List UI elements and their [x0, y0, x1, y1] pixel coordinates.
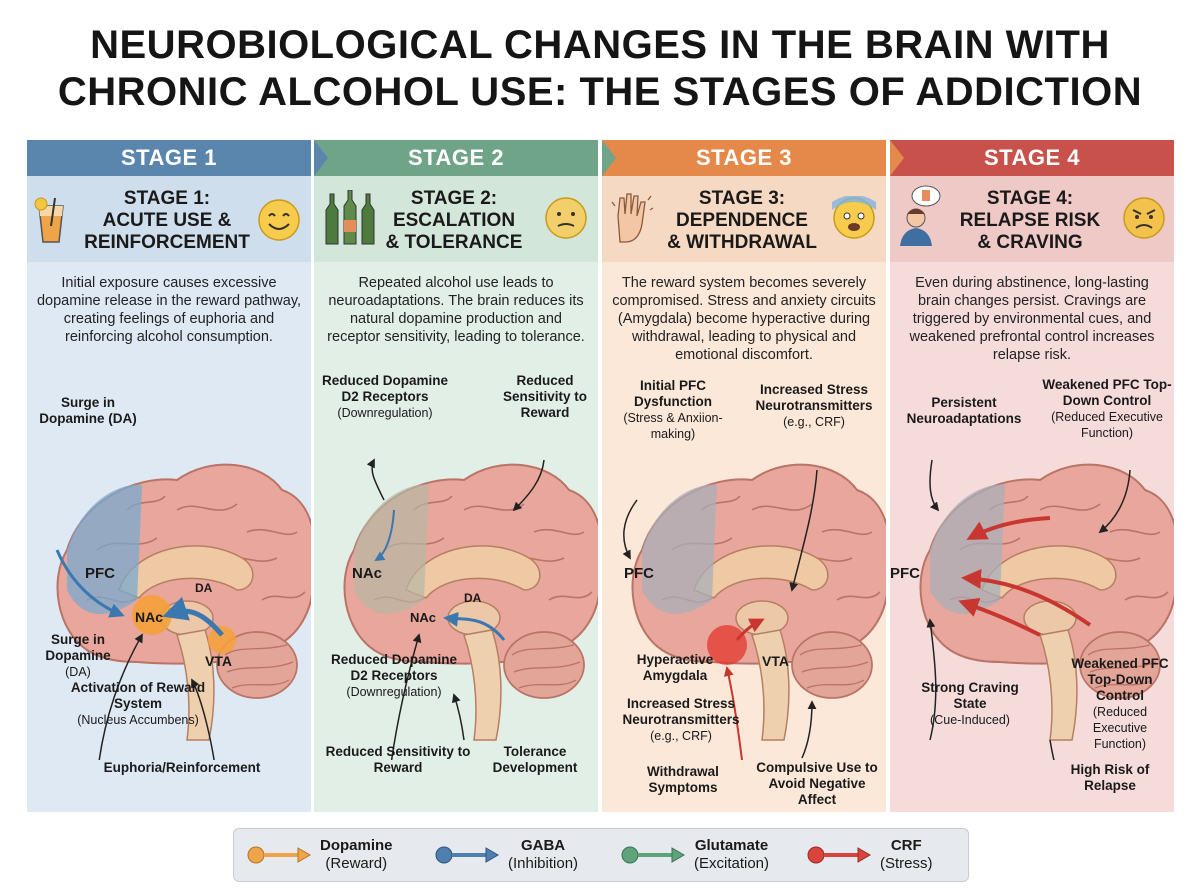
stage-4-heading-line1: STAGE 4: [986, 188, 1074, 209]
dopamine-arrow-icon [247, 846, 311, 864]
uneasy-face-icon [545, 197, 587, 239]
stage-3-tab-label: STAGE 3 [695, 145, 792, 170]
stage-4-relapse-label: High Risk of Relapse [1070, 762, 1150, 793]
stage-4-craving-label: Strong Craving State(Cue-Induced) [921, 680, 1019, 727]
stage-3-heading-line3: & WITHDRAWAL [667, 232, 817, 253]
stage-4-weak-top-label: Weakened PFC Top-Down Control(Reduced Ex… [1042, 377, 1172, 440]
stage-4-heading: STAGE 4: RELAPSE RISK & CRAVING [930, 188, 1130, 254]
stage-2-sensitivity-bottom-label: Reduced Sensitivity to Reward [325, 744, 471, 775]
anxious-face-icon [832, 196, 876, 239]
stage-3-pfc-label: PFC [624, 565, 654, 582]
stage-1-brain: PFC NAc DA VTA [55, 463, 311, 760]
stage-4-tab-label: STAGE 4 [983, 145, 1080, 170]
legend: Dopamine(Reward) GABA(Inhibition) Glutam… [233, 828, 969, 882]
stage-2-receptors-bottom-label: Reduced Dopamine D2 Receptors(Downregula… [330, 652, 458, 699]
legend-gaba-name: GABA [520, 837, 566, 854]
stage-1-heading: STAGE 1: ACUTE USE & REINFORCEMENT [67, 188, 267, 254]
stage-1-euphoria-label: Euphoria/Reinforcement [103, 760, 261, 775]
stage-3-heading-line1: STAGE 3: [698, 188, 786, 209]
stage-3-description: The reward system becomes severely compr… [612, 275, 876, 363]
stage-4-persistent-label: Persistent Neuroadaptations [906, 395, 1022, 426]
legend-crf-sub: (Stress) [880, 855, 933, 872]
person-craving-icon [900, 185, 941, 246]
bottles-icon [325, 190, 375, 245]
frustrated-face-icon [1123, 197, 1165, 239]
stage-4-heading-band: STAGE 4: RELAPSE RISK & CRAVING [890, 176, 1174, 262]
stage-3-pfc-dysfunction-label: Initial PFC Dysfunction(Stress & Anxiion… [623, 378, 723, 441]
stage-4-panel: STAGE 4 STAGE 4: RELAPSE RISK & CRAVING … [890, 140, 1174, 812]
stage-3-amygdala-label: Hyperactive Amygdala [636, 652, 714, 683]
shaking-hand-icon [611, 193, 654, 243]
legend-crf-name: CRF [890, 837, 922, 854]
stage-2-da-label: DA [464, 591, 482, 605]
stage-2-tab: STAGE 2 [314, 140, 598, 176]
stage-1-heading-line1: STAGE 1: [123, 188, 211, 209]
stage-4-weak-bottom-label: Weakened PFC Top-Down Control(Reduced Ex… [1071, 656, 1169, 751]
stage-2-brain: NAc NAc DA [343, 458, 598, 760]
stage-3-heading: STAGE 3: DEPENDENCE & WITHDRAWAL [642, 188, 842, 254]
stage-4-heading-line3: & CRAVING [977, 232, 1083, 253]
stage-2-heading-line2: ESCALATION [392, 210, 516, 231]
smile-face-icon [258, 199, 300, 241]
stage-1-activation-label: Activation of Reward System(Nucleus Accu… [70, 680, 206, 727]
legend-dopamine-sub: (Reward) [325, 855, 388, 872]
legend-item-glutamate: Glutamate(Excitation) [620, 835, 790, 875]
stage-2-tab-label: STAGE 2 [407, 145, 504, 170]
title-line-2: CHRONIC ALCOHOL USE: THE STAGES OF ADDIC… [57, 70, 1143, 114]
stage-1-heading-line2: ACUTE USE & [102, 210, 232, 231]
stage-2-heading-line1: STAGE 2: [410, 188, 498, 209]
stage-2-tolerance-label: Tolerance Development [492, 744, 578, 775]
stage-1-pfc-label: PFC [85, 565, 115, 582]
stage-3-heading-band: STAGE 3: DEPENDENCE & WITHDRAWAL [602, 176, 886, 262]
stage-3-stress-top-label: Increased Stress Neurotransmitters(e.g.,… [755, 382, 873, 429]
stage-4-tab: STAGE 4 [890, 140, 1174, 176]
stage-1-description: Initial exposure causes excessive dopami… [36, 275, 302, 345]
gaba-arrow-icon [435, 846, 499, 864]
title-line-1: NEUROBIOLOGICAL CHANGES IN THE BRAIN WIT… [90, 23, 1110, 67]
stage-2-heading-band: STAGE 2: ESCALATION & TOLERANCE [314, 176, 598, 262]
stage-4-brain: PFC [890, 459, 1174, 760]
stage-1-surge-top-label: Surge in Dopamine (DA) [39, 395, 137, 426]
stage-3-withdrawal-label: Withdrawal Symptoms [647, 764, 719, 795]
stage-1-heading-band: STAGE 1: ACUTE USE & REINFORCEMENT [27, 176, 311, 262]
stage-4-pfc-label: PFC [890, 565, 920, 582]
legend-item-dopamine: Dopamine(Reward) [246, 835, 416, 875]
stage-1-surge-bottom-label: Surge in Dopamine(DA) [45, 632, 111, 679]
legend-glutamate-name: Glutamate [694, 837, 769, 854]
stage-3-heading-line2: DEPENDENCE [676, 210, 808, 231]
stage-1-tab-label: STAGE 1 [120, 145, 217, 170]
stage-3-compulsive-label: Compulsive Use to Avoid Negative Affect [756, 760, 878, 807]
stage-2-sensitivity-top-label: Reduced Sensitivity to Reward [502, 373, 588, 420]
stage-2-receptors-top-label: Reduced Dopamine D2 Receptors(Downregula… [321, 373, 449, 420]
stage-3-brain: PFC VTA [622, 463, 886, 760]
crf-arrow-icon [807, 846, 871, 864]
legend-glutamate-sub: (Excitation) [694, 855, 770, 872]
stage-3-vta-label: VTA [762, 653, 789, 669]
stage-4-description: Even during abstinence, long-lasting bra… [909, 275, 1155, 363]
stage-2-heading: STAGE 2: ESCALATION & TOLERANCE [354, 188, 554, 254]
stage-1-nac-label: NAc [135, 609, 163, 625]
stage-2-description: Repeated alcohol use leads to neuroadapt… [327, 275, 585, 345]
stage-1-panel: STAGE 1 STAGE 1: ACUTE USE & REINFORCEME… [27, 140, 311, 812]
page-title: NEUROBIOLOGICAL CHANGES IN THE BRAIN WIT… [0, 22, 1200, 116]
stage-3-tab: STAGE 3 [602, 140, 886, 176]
cocktail-icon [34, 197, 64, 243]
stage-1-heading-line3: REINFORCEMENT [84, 232, 250, 253]
legend-item-gaba: GABA(Inhibition) [434, 835, 604, 875]
stage-4-heading-line2: RELAPSE RISK [959, 210, 1101, 231]
stage-2-heading-line3: & TOLERANCE [385, 232, 523, 253]
stage-1-da-label: DA [195, 581, 213, 595]
stage-3-stress-bottom-label: Increased Stress Neurotransmitters(e.g.,… [622, 696, 740, 743]
stage-2-nac-label: NAc [410, 610, 436, 625]
legend-dopamine-name: Dopamine [320, 837, 393, 854]
stage-3-panel: STAGE 3 STAGE 3: DEPENDENCE & WITHDRAWAL… [602, 140, 886, 812]
stage-1-tab: STAGE 1 [27, 140, 311, 176]
legend-item-crf: CRF(Stress) [806, 835, 956, 875]
stage-2-nac-top-label: NAc [352, 565, 382, 582]
glutamate-arrow-icon [621, 846, 685, 864]
legend-gaba-sub: (Inhibition) [508, 855, 579, 872]
stage-1-vta-label: VTA [205, 653, 232, 669]
stage-2-panel: STAGE 2 STAGE 2: ESCALATION & TOLERANCE … [314, 140, 598, 812]
